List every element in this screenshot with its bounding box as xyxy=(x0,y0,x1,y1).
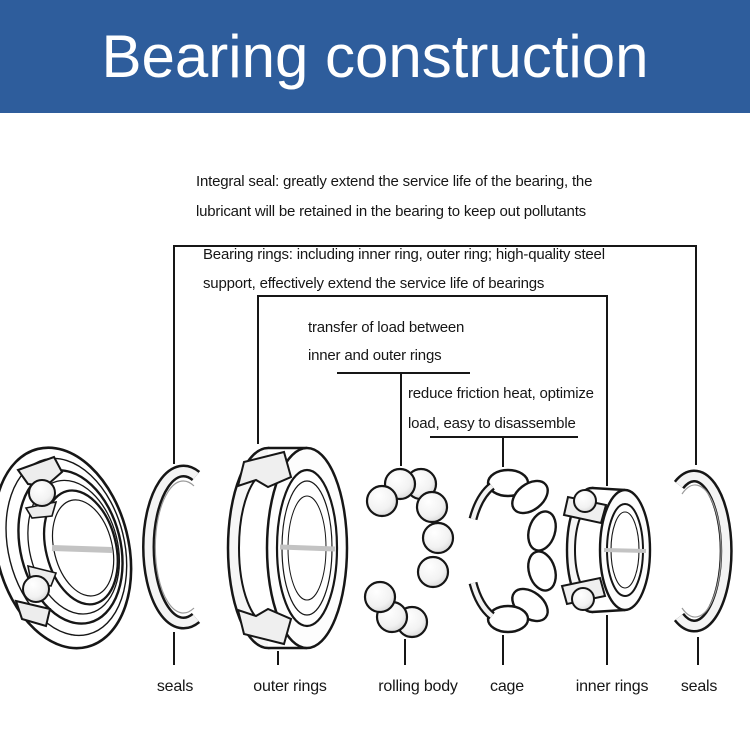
label-stem-lines xyxy=(173,615,699,665)
page-title: Bearing construction xyxy=(101,23,649,90)
callout-cage-line xyxy=(430,436,578,467)
annotation-bearing-rings: Bearing rings: including inner ring, out… xyxy=(203,240,605,298)
annotation-rolling-body-line-2: inner and outer rings xyxy=(308,347,442,364)
annotation-cage-line-2: load, easy to disassemble xyxy=(408,415,576,432)
annotation-cage: reduce friction heat, optimize load, eas… xyxy=(408,379,594,439)
part-label-inner-rings: inner rings xyxy=(575,678,649,695)
part-label-outer-rings: outer rings xyxy=(253,678,327,695)
title-banner: Bearing construction xyxy=(0,0,750,113)
callout-bracket-seals xyxy=(173,245,697,465)
callout-lines xyxy=(173,245,699,665)
outer-ring-drawing xyxy=(226,446,349,650)
part-label-rolling-body: rolling body xyxy=(378,678,458,695)
annotation-integral-seal-line-2: lubricant will be retained in the bearin… xyxy=(196,203,586,220)
part-label-seals-left: seals xyxy=(156,678,194,695)
assembled-bearing-drawing xyxy=(0,446,133,650)
annotation-rolling-body-line-1: transfer of load between xyxy=(308,319,465,336)
seal-left-drawing xyxy=(142,464,201,630)
annotation-integral-seal: Integral seal: greatly extend the servic… xyxy=(196,167,592,227)
part-label-cage: cage xyxy=(490,678,524,695)
annotation-rolling-body: transfer of load between inner and outer… xyxy=(308,314,464,370)
annotation-cage-line-1: reduce friction heat, optimize xyxy=(408,385,594,402)
cage-drawing xyxy=(468,468,557,634)
annotation-bearing-rings-line-1: Bearing rings: including inner ring, out… xyxy=(203,246,605,263)
annotation-integral-seal-line-1: Integral seal: greatly extend the servic… xyxy=(196,173,593,190)
callout-bracket-rings xyxy=(257,295,608,486)
annotation-bearing-rings-line-2: support, effectively extend the service … xyxy=(203,275,545,292)
callout-rolling-body-line xyxy=(337,372,470,466)
part-label-seals-right: seals xyxy=(680,678,718,695)
inner-ring-drawing xyxy=(560,486,652,614)
seal-right-drawing xyxy=(673,469,733,633)
rolling-body-drawing xyxy=(363,467,455,639)
